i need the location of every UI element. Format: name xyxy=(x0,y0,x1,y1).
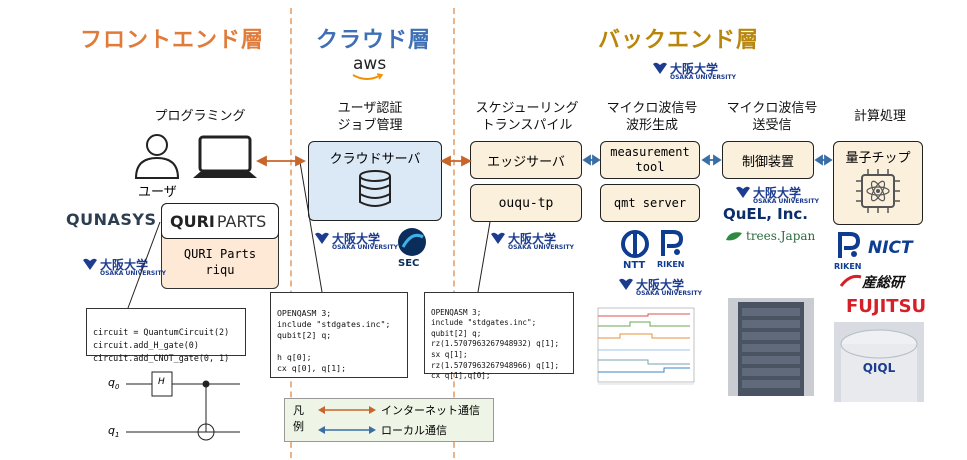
qasm-cloud-code-block: OPENQASM 3;include "stdgates.inc";qubit[… xyxy=(270,292,408,378)
edge-server-label: エッジサーバ xyxy=(487,154,565,170)
database-icon xyxy=(359,170,391,207)
nict-logo: NICT xyxy=(868,238,913,258)
aws-smile-icon xyxy=(352,73,384,80)
osaka-univ-emblem-icon xyxy=(315,232,329,244)
user-icon xyxy=(134,134,180,179)
aws-logo: aws xyxy=(353,54,387,74)
control-device-box: 制御装置 xyxy=(722,141,814,179)
riken-logo-text: RIKEN xyxy=(657,260,685,269)
qasm-edge-code-block: OPENQASM 3;include "stdgates.inc";qubit[… xyxy=(424,292,574,380)
fujitsu-logo: FUJITSU xyxy=(846,296,927,317)
cloud-backend-separator xyxy=(453,8,455,458)
qubit-0-label: q0 xyxy=(108,376,120,392)
edge-server-box: エッジサーバ xyxy=(470,141,582,179)
quel-logo: QuEL, Inc. xyxy=(723,205,809,223)
legend-box: 凡例 インターネット通信 ローカル通信 xyxy=(284,398,494,442)
legend-local-arrow-icon xyxy=(318,426,376,434)
riken-logo-icon-compute xyxy=(838,232,861,258)
sec-logo-icon xyxy=(398,228,426,256)
cloud-server-label: クラウドサーバ xyxy=(329,152,421,167)
cloud-layer-title: クラウド層 xyxy=(316,28,432,53)
waveform-column-title: マイクロ波信号波形生成 xyxy=(606,101,698,133)
qubit-1-label: q1 xyxy=(108,424,120,440)
qmt-server-box: qmt server xyxy=(600,184,700,222)
ouqu-tp-box: ouqu-tp xyxy=(470,184,582,222)
scheduling-column-title: スケジューリングトランスパイル xyxy=(475,101,579,133)
riken-logo-icon xyxy=(661,230,684,256)
python-code-block: circuit = QuantumCircuit(2)circuit.add_H… xyxy=(86,308,246,363)
trees-leaf-icon xyxy=(726,232,742,241)
frontend-cloud-separator xyxy=(290,8,292,458)
osaka-univ-emblem-icon xyxy=(736,186,750,198)
quantum-chip-icon xyxy=(856,169,900,213)
dilution-refrigerator-photo: QIQL xyxy=(834,322,924,402)
legend-title: 凡例 xyxy=(293,404,304,433)
ntt-logo-icon xyxy=(621,230,649,258)
waveform-plot-image xyxy=(590,302,700,392)
auth-column-title: ユーザ認証ジョブ管理 xyxy=(337,101,403,133)
ntt-logo-text: NTT xyxy=(623,260,646,271)
gate-h-label: H xyxy=(158,377,165,387)
quri-parts-logo-a: QURI xyxy=(170,211,215,231)
sec-logo-text: SEC xyxy=(398,258,420,269)
aist-logo: 産総研 xyxy=(862,275,904,291)
quri-parts-logo-box: QURI PARTS xyxy=(161,203,279,239)
txrx-column-title: マイクロ波信号送受信 xyxy=(726,101,818,133)
riken-logo-text-compute: RIKEN xyxy=(834,262,862,271)
programming-column-title: プログラミング xyxy=(154,109,246,124)
legend-internet-label: インターネット通信 xyxy=(381,404,480,417)
legend-local-label: ローカル通信 xyxy=(381,424,447,437)
osaka-univ-emblem-icon xyxy=(491,232,505,244)
laptop-icon xyxy=(193,135,257,178)
compute-column-title: 計算処理 xyxy=(853,109,906,124)
quri-parts-logo-b: PARTS xyxy=(216,211,267,231)
server-rack-photo xyxy=(728,298,814,396)
svg-text:QIQL: QIQL xyxy=(863,361,896,375)
frontend-layer-title: フロントエンド層 xyxy=(80,28,265,53)
quantum-circuit-diagram xyxy=(126,371,240,441)
qunasys-logo: QUNASYS xyxy=(66,210,157,229)
osaka-univ-emblem-icon xyxy=(83,258,97,270)
osaka-univ-emblem-icon xyxy=(653,62,667,74)
osaka-univ-emblem-icon xyxy=(619,278,633,290)
user-label: ユーザ xyxy=(138,185,177,200)
backend-layer-title: バックエンド層 xyxy=(598,28,760,53)
ouqu-tp-label: ouqu-tp xyxy=(498,195,554,211)
legend-internet-arrow-icon xyxy=(318,406,376,414)
aist-swoosh-icon xyxy=(840,274,862,287)
